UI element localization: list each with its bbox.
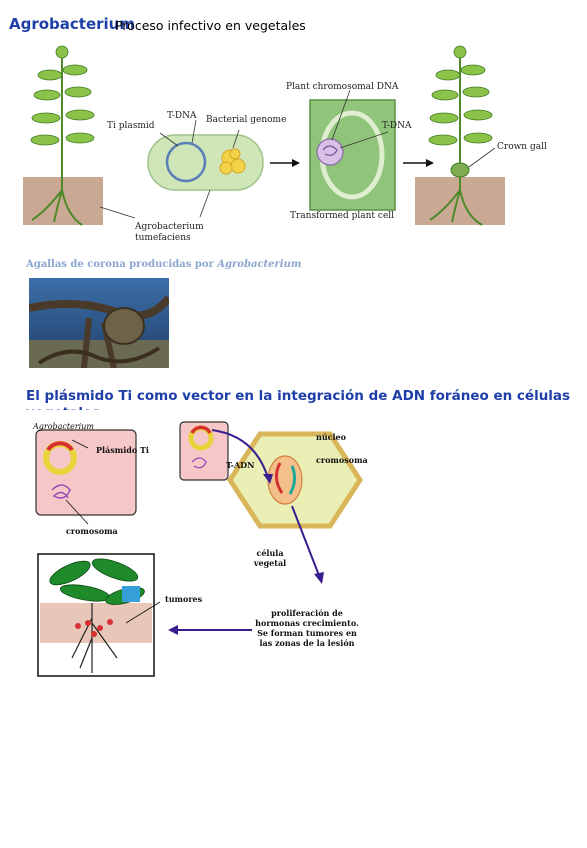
label-agrobacterium: Agrobacterium (135, 222, 204, 232)
crown-gall (450, 162, 470, 178)
ti-plasmid-vector-diagram (35, 421, 363, 677)
label-bacterial-genome: Bacterial genome (206, 115, 287, 125)
agrobacterium-cell (35, 429, 137, 516)
page-subtitle: Proceso infectivo en vegetales (115, 18, 306, 33)
label-cromosoma-bacteria: cromosoma (66, 526, 118, 536)
label-agrobacterium: Agrobacterium (33, 422, 94, 431)
crown-gall-photo (29, 278, 169, 368)
ti-plasmid (165, 141, 207, 183)
plant-left (31, 55, 83, 226)
label-nucleo: núcleo (316, 432, 346, 442)
bacterial-chromosome (51, 484, 71, 499)
label-t-adn: T-ADN (226, 460, 255, 470)
plant-nucleus (316, 138, 344, 166)
label-tumefaciens: tumefaciens (135, 233, 191, 243)
label-plant-chromosomal-dna: Plant chromosomal DNA (286, 82, 399, 92)
page-title: Agrobacterium (9, 15, 135, 33)
label-transformed-cell: Transformed plant cell (290, 211, 395, 221)
label-ti-plasmid: Ti plasmid (107, 121, 155, 131)
leaves-left (30, 45, 95, 146)
photo-caption: Agallas de corona producidas por Agrobac… (26, 259, 302, 270)
tumor-roots (71, 603, 118, 673)
label-plasmido-ti: Plásmido Ti (96, 445, 149, 455)
infection-process-diagram (23, 45, 505, 226)
tumor-spots (75, 619, 113, 637)
label-t-dna: T-DNA (167, 111, 197, 121)
tumor-plant-leaves (49, 558, 145, 605)
bacterial-genome (219, 148, 246, 175)
leaves-right (428, 45, 493, 146)
cell-nucleus (267, 455, 303, 505)
proliferation-arrow (291, 505, 321, 579)
section-heading: El plásmido Ti como vector en la integra… (26, 388, 571, 410)
label-crown-gall: Crown gall (497, 142, 547, 152)
label-t-dna-plant: T-DNA (382, 121, 412, 131)
t-dna-arrow (211, 429, 269, 479)
label-tumores: tumores (165, 594, 203, 604)
label-cromosoma-cell: cromosoma (316, 455, 368, 465)
